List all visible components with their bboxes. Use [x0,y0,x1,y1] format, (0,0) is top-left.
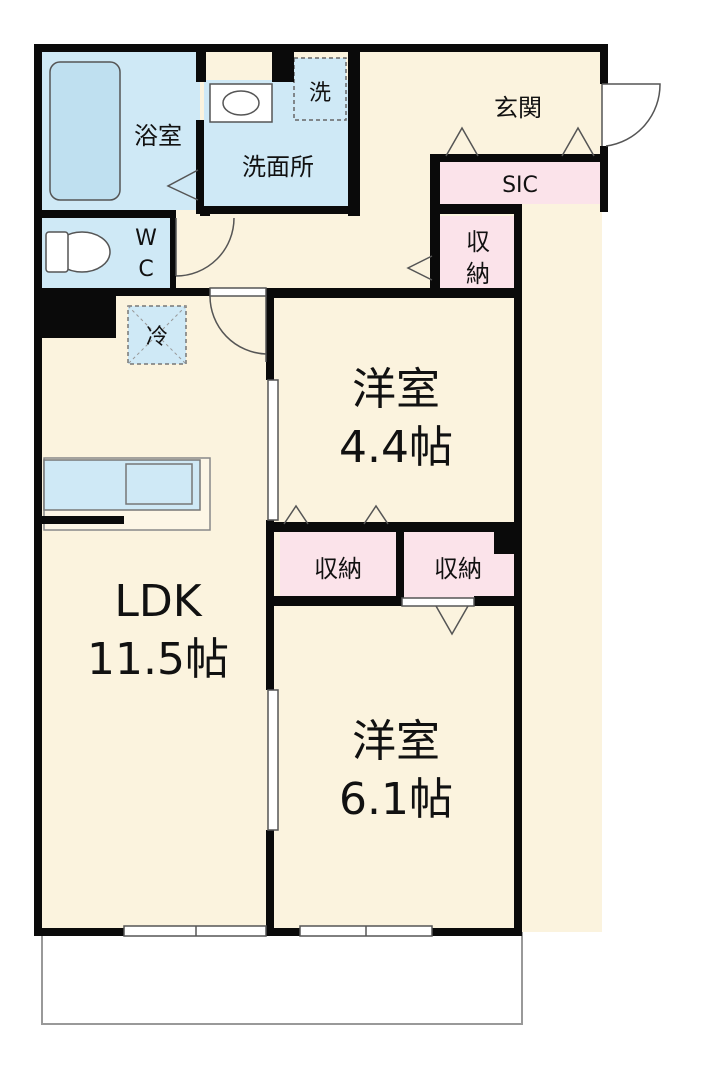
fridge-label: 冷 [146,325,168,350]
sic-label: SIC [502,173,538,198]
walls [34,44,608,936]
wc-label-bottom: C [138,257,153,282]
ldk-size: 11.5帖 [87,634,229,685]
door-swings [166,83,661,636]
western2-floor [278,604,516,930]
western2-size: 6.1帖 [339,774,453,825]
sink [209,83,273,123]
bath-label: 浴室 [134,122,182,150]
storage-hall [438,216,516,292]
toilet-icon [45,231,111,273]
western1-size: 4.4帖 [339,422,453,473]
western1-floor [278,298,516,526]
washroom-label: 洗面所 [242,153,314,181]
entrance-label: 玄関 [494,94,542,122]
ldk-floor [40,296,272,932]
sic-closet [440,160,600,204]
storage-left [280,532,396,598]
wc-label-top: W [135,226,157,251]
storage-right-label: 収納 [434,555,482,583]
western1-name: 洋室 [352,364,440,415]
entrance-floor [438,50,600,160]
balcony [41,931,523,1025]
washer-space [293,57,347,121]
washer-label: 洗 [309,81,331,106]
windows [123,287,475,937]
bathtub [49,61,121,201]
western2-name: 洋室 [352,716,440,767]
storage-hall-label-bottom: 納 [466,260,490,288]
storage-hall-label-top: 収 [466,228,490,256]
storage-left-label: 収納 [314,555,362,583]
ldk-name: LDK [114,576,202,627]
